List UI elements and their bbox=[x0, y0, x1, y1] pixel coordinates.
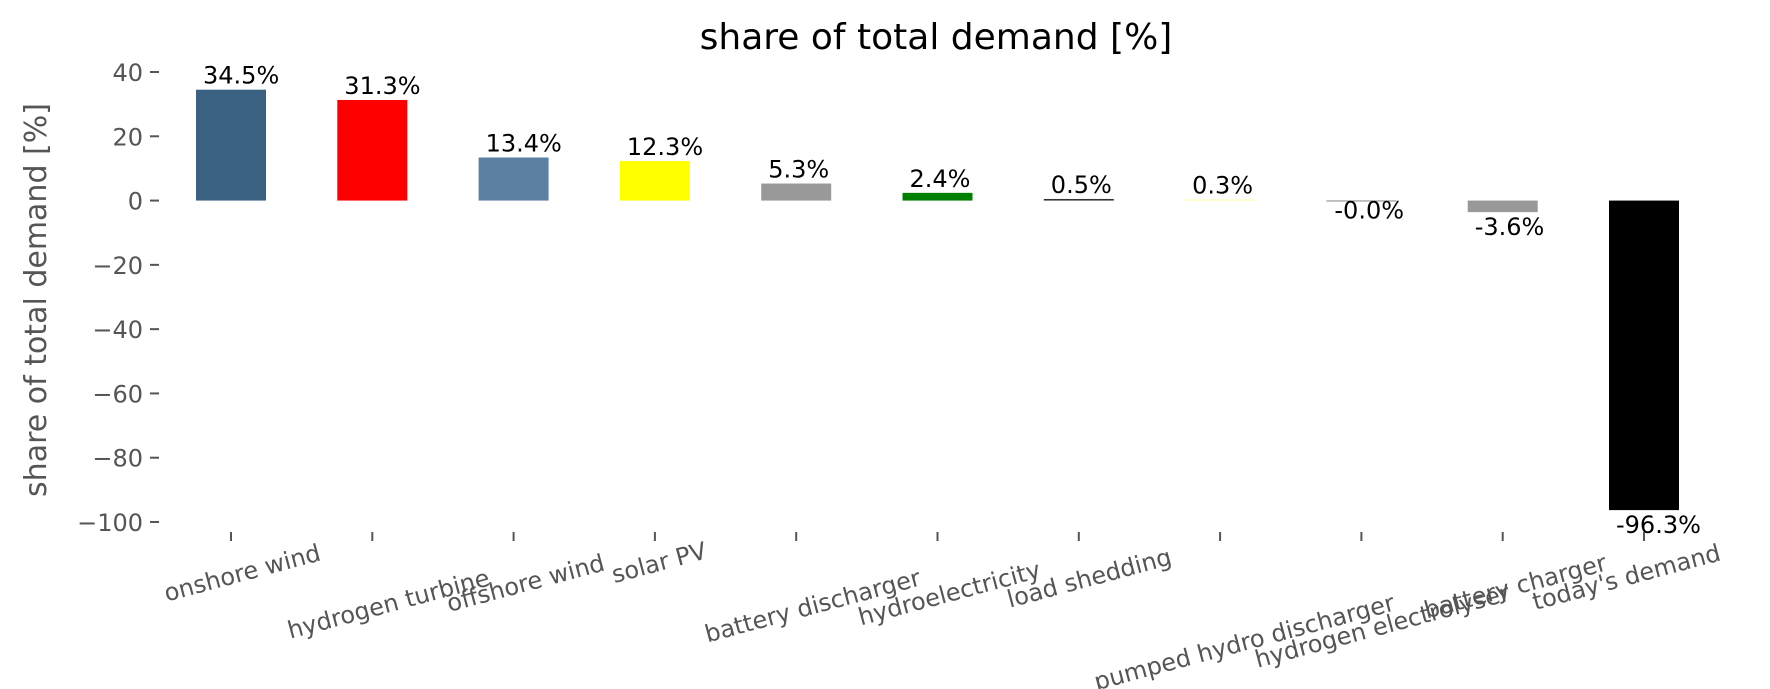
y-tick-label: −60 bbox=[92, 380, 143, 408]
y-tick-label: −40 bbox=[92, 316, 143, 344]
bar bbox=[478, 157, 549, 201]
bar bbox=[196, 89, 266, 201]
data-label: -0.0% bbox=[1334, 197, 1404, 225]
bar bbox=[619, 161, 690, 201]
data-label: 13.4% bbox=[486, 130, 562, 158]
y-tick-label: −80 bbox=[92, 445, 143, 473]
y-tick-label: 0 bbox=[128, 188, 143, 216]
y-axis: 40 20 0 −20 −40 −60 −80 −100 bbox=[77, 59, 159, 537]
y-tick-label: −20 bbox=[92, 252, 143, 280]
data-label: 2.4% bbox=[910, 165, 971, 193]
data-label: -3.6% bbox=[1475, 213, 1545, 241]
y-tick-label: −100 bbox=[77, 509, 143, 537]
x-tick-label: offshore wind bbox=[444, 549, 608, 618]
data-label: 12.3% bbox=[627, 133, 703, 161]
y-axis-label: share of total demand [%] bbox=[19, 103, 54, 497]
chart-title: share of total demand [%] bbox=[700, 17, 1173, 58]
data-label: 0.5% bbox=[1051, 171, 1112, 199]
bar bbox=[1043, 198, 1114, 201]
bar bbox=[761, 183, 832, 201]
bar bbox=[337, 99, 408, 201]
y-tick-label: 40 bbox=[112, 59, 143, 87]
bar bbox=[902, 192, 973, 201]
bars bbox=[196, 89, 1679, 511]
x-tick-label: onshore wind bbox=[161, 539, 324, 608]
bar bbox=[1326, 200, 1397, 202]
data-label: -96.3% bbox=[1616, 511, 1701, 539]
bar bbox=[1185, 199, 1256, 201]
data-labels: 34.5% 31.3% 13.4% 12.3% 5.3% 2.4% 0.5% 0.3% -0.0… bbox=[203, 62, 1701, 539]
y-tick-label: 20 bbox=[112, 123, 143, 151]
data-label: 34.5% bbox=[203, 62, 279, 90]
bar bbox=[1467, 200, 1538, 213]
bar bbox=[1609, 200, 1679, 511]
data-label: 31.3% bbox=[344, 72, 420, 100]
x-tick-label: solar PV bbox=[609, 537, 710, 589]
data-label: 0.3% bbox=[1192, 172, 1253, 200]
data-label: 5.3% bbox=[768, 156, 829, 184]
